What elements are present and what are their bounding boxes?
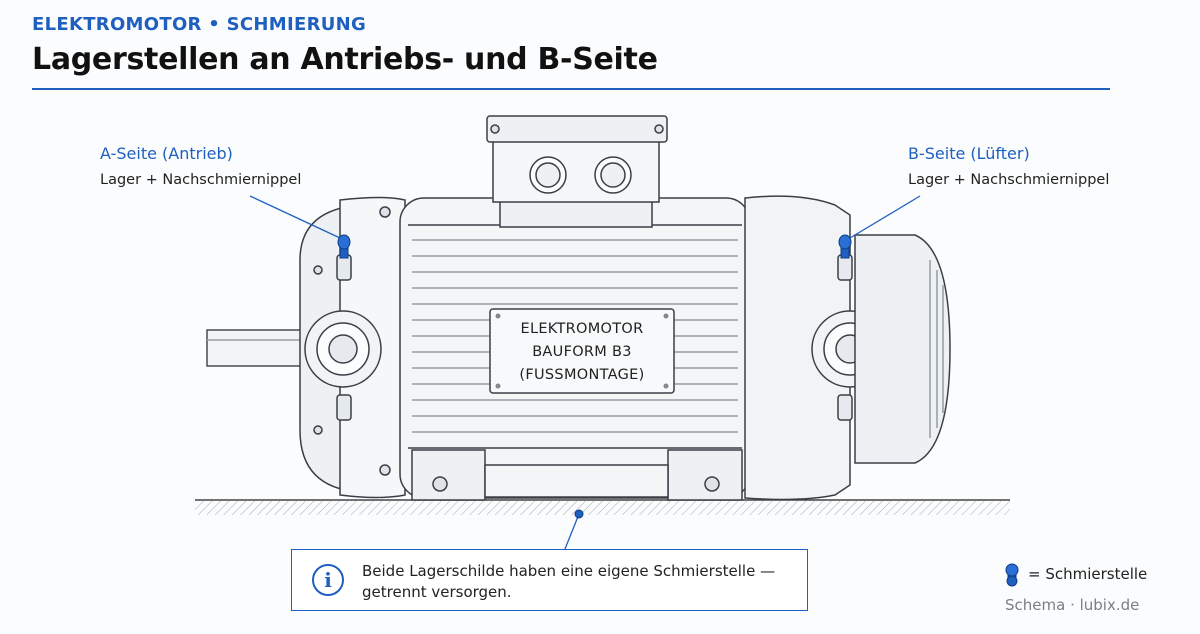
info-text-line-2: getrennt versorgen.: [362, 583, 512, 601]
info-icon: i: [312, 564, 344, 596]
a-side-end-shield: [299, 196, 406, 499]
nameplate-line-3: (FUSSMONTAGE): [519, 367, 644, 383]
grease-nipple-icon[interactable]: [337, 234, 351, 259]
info-text-line-1: Beide Lagerschilde haben eine eigene Sch…: [362, 562, 776, 580]
callout-b-detail: Lager + Nachschmiernippel: [908, 172, 1110, 188]
grease-nipple-icon: [1005, 563, 1019, 587]
callout-a-detail: Lager + Nachschmiernippel: [100, 172, 302, 188]
nameplate-line-2: BAUFORM B3: [532, 344, 632, 360]
terminal-box: [486, 115, 668, 228]
nameplate: ELEKTROMOTOR BAUFORM B3 (FUSSMONTAGE): [489, 308, 675, 394]
grease-nipple-icon: [574, 509, 584, 519]
ground: [195, 499, 1010, 515]
motor-feet: [411, 449, 743, 501]
title-divider: [32, 88, 1110, 90]
leader-lines: [249, 195, 921, 550]
info-box: i Beide Lagerschilde haben eine eigene S…: [291, 549, 808, 611]
kicker: ELEKTROMOTOR • SCHMIERUNG: [32, 14, 367, 35]
callout-b-heading: B-Seite (Lüfter): [908, 144, 1030, 163]
callout-a-side: A-Seite (Antrieb) Lager + Nachschmiernip…: [100, 144, 301, 190]
legend-label: = Schmierstelle: [1028, 565, 1148, 583]
callout-a-heading: A-Seite (Antrieb): [100, 144, 233, 163]
nameplate-line-1: ELEKTROMOTOR: [521, 321, 644, 337]
credit: Schema · lubix.de: [1005, 596, 1140, 614]
info-text: Beide Lagerschilde haben eine eigene Sch…: [362, 561, 792, 603]
page-title: Lagerstellen an Antriebs- und B-Seite: [32, 42, 658, 77]
callout-b-side: B-Seite (Lüfter) Lager + Nachschmiernipp…: [908, 144, 1109, 190]
fan-cover: [854, 234, 951, 464]
grease-nipple-icon[interactable]: [838, 234, 852, 259]
motor-shaft: [206, 329, 318, 367]
